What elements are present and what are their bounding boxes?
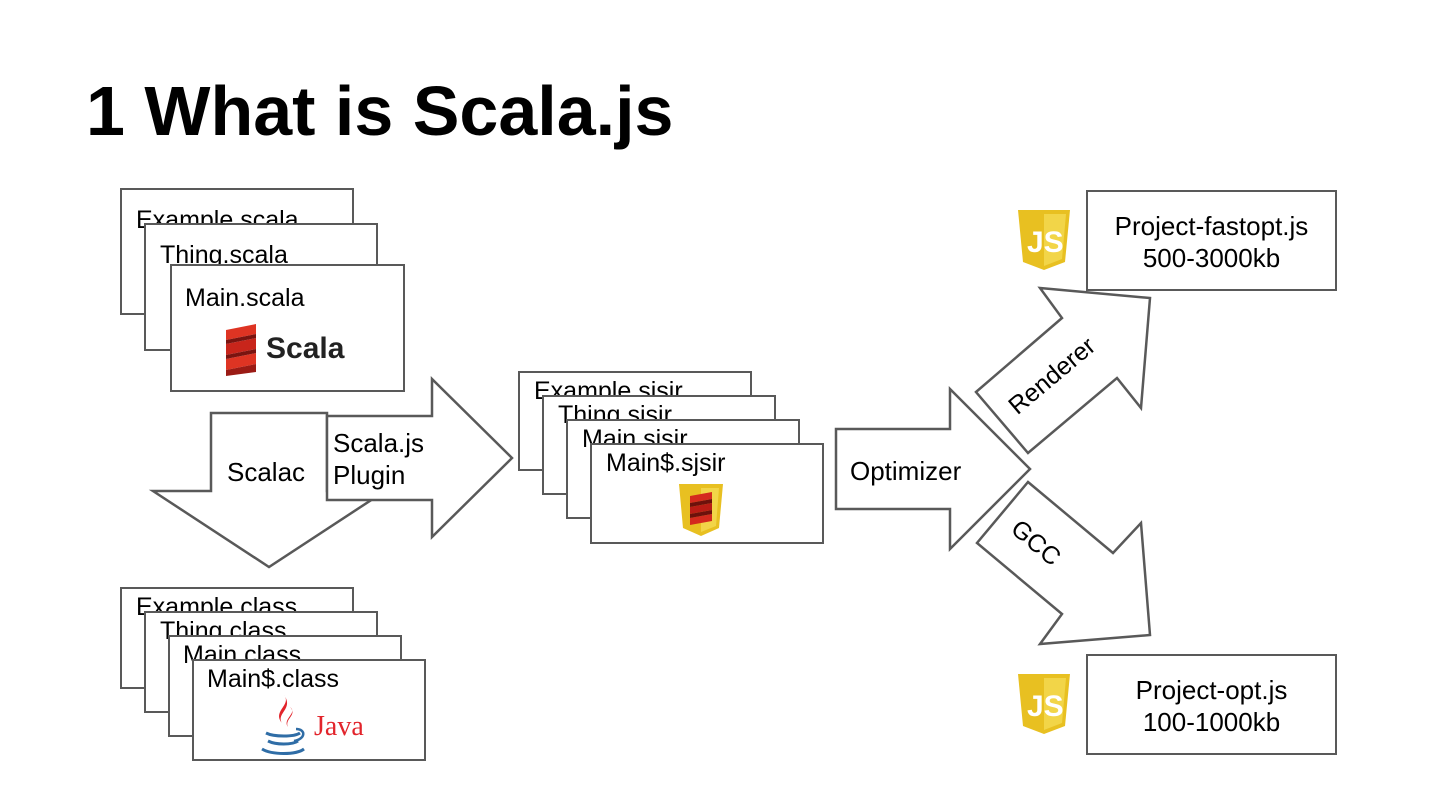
scala-logo-text: Scala: [266, 332, 345, 365]
plugin-arrow: [325, 376, 514, 540]
scalac-label: Scalac: [227, 457, 306, 487]
file-name: Main$.class: [207, 665, 339, 693]
plugin-label-line1: Scala.js: [333, 428, 425, 458]
gcc-arrow: [975, 480, 1152, 646]
java-logo-icon: [261, 695, 305, 755]
fastopt-name: Project-fastopt.js: [1114, 211, 1309, 241]
file-name: Main$.sjsir: [606, 449, 726, 477]
scalajs-shield-logo-icon: [679, 484, 723, 536]
optimizer-arrow: [834, 385, 1032, 553]
java-logo-text: Java: [314, 711, 364, 742]
plugin-label-line2: Plugin: [333, 460, 406, 490]
file-name: Main.scala: [185, 284, 305, 312]
renderer-arrow: [974, 286, 1152, 455]
js-logo-icon: JS: [1018, 210, 1070, 270]
fastopt-output-card: Project-fastopt.js 500-3000kb: [1086, 190, 1337, 291]
slide-title: 1 What is Scala.js: [86, 72, 674, 150]
svg-text:JS: JS: [1027, 690, 1064, 723]
opt-name: Project-opt.js: [1135, 675, 1288, 705]
file-card-main-dollar-sjsir: Main$.sjsir: [590, 443, 824, 544]
js-logo-icon: JS: [1018, 674, 1070, 734]
plugin-label: Scala.js Plugin: [333, 427, 424, 491]
svg-text:JS: JS: [1027, 226, 1064, 259]
optimizer-label: Optimizer: [850, 456, 962, 486]
file-card-main-dollar-class: Main$.class Java: [192, 659, 426, 761]
fastopt-size: 500-3000kb: [1142, 243, 1281, 273]
file-card-main-scala: Main.scala Scala: [170, 264, 405, 392]
scala-logo-icon: [226, 324, 256, 376]
opt-size: 100-1000kb: [1142, 707, 1281, 737]
opt-output-card: Project-opt.js 100-1000kb: [1086, 654, 1337, 755]
